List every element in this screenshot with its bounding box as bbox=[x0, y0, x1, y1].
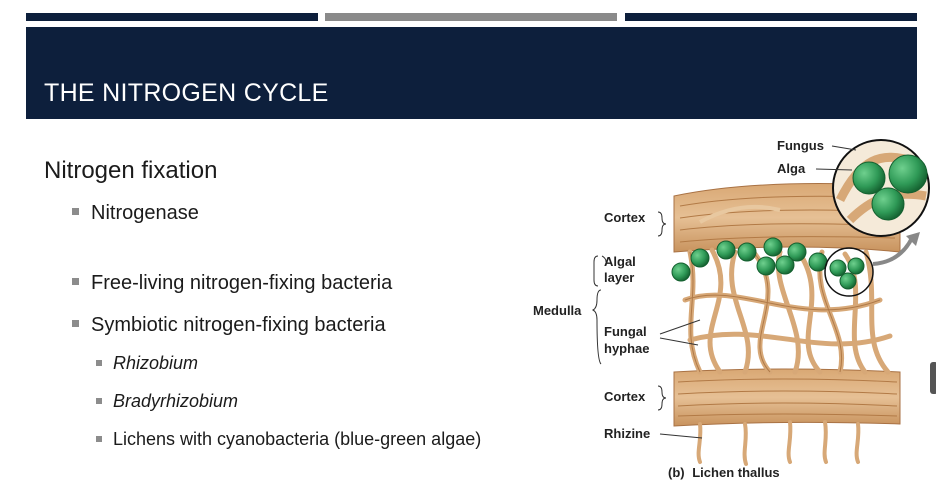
rhizines bbox=[696, 420, 861, 466]
bullet-square-icon bbox=[72, 320, 79, 327]
top-accent-bar-left bbox=[26, 13, 318, 21]
sub-bullet-item: Rhizobium bbox=[96, 353, 198, 374]
caption-prefix: (b) bbox=[668, 465, 685, 480]
magnified-inset bbox=[832, 139, 930, 237]
label-rhizine: Rhizine bbox=[604, 426, 650, 441]
bullet-item: Nitrogenase bbox=[72, 202, 199, 225]
bullet-square-icon bbox=[72, 278, 79, 285]
sub-bullet-item: Lichens with cyanobacteria (blue-green a… bbox=[96, 429, 481, 450]
label-fungus: Fungus bbox=[777, 138, 824, 153]
figure-caption: (b) Lichen thallus bbox=[668, 465, 780, 480]
title-banner bbox=[26, 27, 917, 119]
slide-title: THE NITROGEN CYCLE bbox=[44, 79, 329, 107]
label-cortex-top: Cortex bbox=[604, 210, 646, 225]
label-fungal-hyphae-line1: Fungal bbox=[604, 324, 647, 339]
scroll-handle[interactable] bbox=[930, 362, 936, 394]
label-algal-layer-line1: Algal bbox=[604, 254, 636, 269]
sub-bullet-text: Bradyrhizobium bbox=[113, 391, 239, 411]
bottom-cortex-band bbox=[673, 368, 901, 427]
magnify-source-circle bbox=[824, 247, 874, 297]
label-alga: Alga bbox=[777, 161, 806, 176]
sub-bullet-text: Rhizobium bbox=[113, 353, 199, 373]
sub-bullet-item: Bradyrhizobium bbox=[96, 391, 238, 412]
bullet-item: Free-living nitrogen-fixing bacteria bbox=[72, 272, 392, 295]
bullet-square-icon bbox=[72, 208, 79, 215]
bullet-text: Nitrogenase bbox=[91, 202, 199, 224]
magnify-arrow-icon bbox=[872, 237, 914, 266]
sub-bullet-text: Lichens with cyanobacteria (blue-green a… bbox=[113, 429, 482, 449]
bullet-item: Symbiotic nitrogen-fixing bacteria bbox=[72, 314, 386, 337]
sub-bullet-square-icon bbox=[96, 436, 102, 442]
algal-cells bbox=[671, 237, 865, 290]
label-medulla: Medulla bbox=[533, 303, 582, 318]
section-heading: Nitrogen fixation bbox=[44, 157, 218, 184]
caption-text: Lichen thallus bbox=[692, 465, 779, 480]
bullet-text: Symbiotic nitrogen-fixing bacteria bbox=[91, 314, 386, 336]
label-fungal-hyphae-line2: hyphae bbox=[604, 341, 650, 356]
bullet-text: Free-living nitrogen-fixing bacteria bbox=[91, 272, 393, 294]
top-accent-bar-middle bbox=[325, 13, 617, 21]
sub-bullet-square-icon bbox=[96, 360, 102, 366]
top-accent-bar-right bbox=[625, 13, 917, 21]
label-algal-layer-line2: layer bbox=[604, 270, 634, 285]
label-cortex-bottom: Cortex bbox=[604, 389, 646, 404]
sub-bullet-square-icon bbox=[96, 398, 102, 404]
